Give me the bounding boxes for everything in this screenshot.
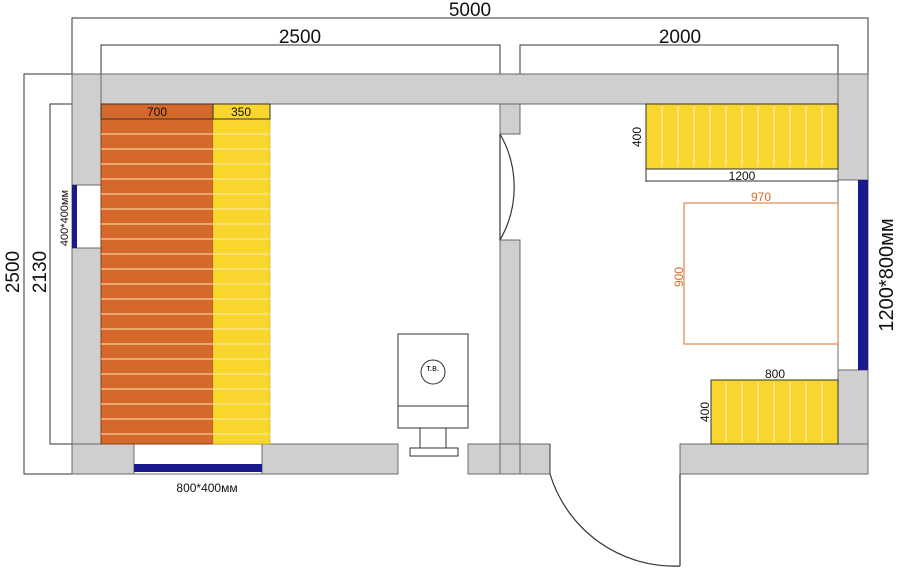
dim-label-top-total: 5000: [449, 0, 491, 21]
stove: т.в.: [397, 333, 469, 457]
rug-width-label: 970: [751, 190, 771, 204]
window-left-label: 400*400мм: [59, 190, 71, 246]
dim-line-top-left: [100, 44, 501, 74]
stove-leg: [419, 427, 447, 449]
door-interior-swing: [499, 133, 515, 241]
wall-bottom-4: [679, 443, 869, 475]
bench-upper-body: [212, 103, 271, 445]
wall-bottom-1: [71, 443, 135, 475]
rug-rect: [683, 202, 839, 345]
bench-upper-width-label: 350: [231, 105, 251, 119]
bench-lower: [100, 103, 214, 445]
door-entrance-swing: [549, 473, 681, 567]
partition-upper: [499, 103, 521, 135]
dim-line-left-outer: [23, 73, 72, 475]
dim-line-top-right: [519, 44, 839, 74]
window-right-glass: [858, 180, 868, 370]
door-entrance: [549, 444, 681, 567]
door-interior: [499, 133, 515, 241]
window-bottom-glass: [134, 464, 262, 472]
bench-slats: [101, 133, 270, 435]
window-bottom-label: 800*400мм: [176, 481, 237, 495]
wall-top: [71, 73, 869, 105]
dim-label-left-outer: 2500: [3, 251, 24, 293]
dim-label-left-inner: 2130: [30, 251, 51, 293]
bench-lower-width-label: 700: [147, 105, 167, 119]
rug-outline: [683, 202, 839, 345]
stove-front: [397, 405, 469, 429]
dim-label-top-right: 2000: [659, 27, 701, 48]
rug-height-label: 900: [672, 267, 686, 287]
water-tank-label: т.в.: [427, 363, 440, 373]
bench-lower-body: [100, 103, 214, 445]
dim-line-left-inner: [49, 103, 72, 445]
window-left-glass: [72, 185, 77, 248]
bench-upper: [212, 103, 271, 445]
window-right-label: 1200*800мм: [876, 218, 898, 331]
water-tank-circle: [420, 359, 446, 385]
wall-left: [71, 73, 102, 475]
dim-label-top-left: 2500: [279, 27, 321, 48]
shelf-right-bottom-depth-label: 400: [698, 402, 712, 422]
dimension-lines: [23, 17, 869, 475]
dim-line-top-total: [71, 17, 869, 74]
wall-bottom-2: [261, 443, 399, 475]
walls: [71, 73, 869, 475]
stove-base: [409, 447, 459, 457]
shelf-right-top-length-label: 1200: [729, 169, 756, 183]
partition-lower: [499, 239, 521, 445]
right-shelf-slats: [661, 106, 823, 442]
bench-upper-header: [212, 103, 271, 120]
wall-right-upper: [837, 73, 869, 181]
shelf-right-bottom-length-label: 800: [765, 367, 785, 381]
partition-bottom: [499, 443, 521, 475]
shelf-right-top-depth-label: 400: [630, 127, 644, 147]
